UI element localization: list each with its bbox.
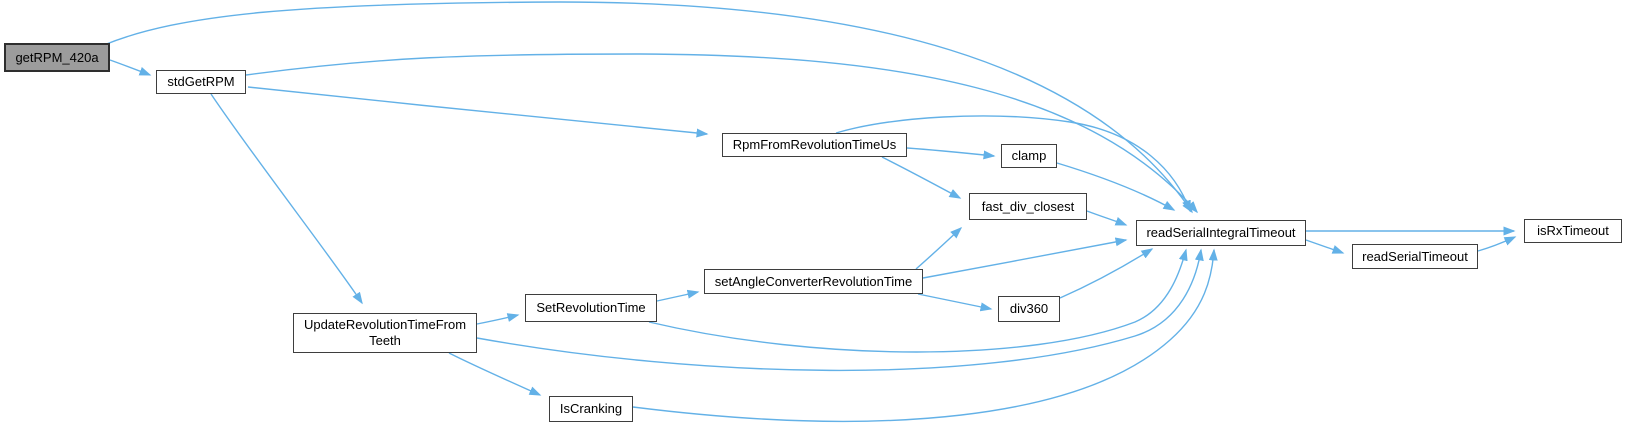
edge-setAngleConverterRevolutionTime-readSerialIntegralTimeout <box>922 237 1128 279</box>
node-getRPM_420a[interactable]: getRPM_420a <box>4 43 110 72</box>
node-clamp[interactable]: clamp <box>1001 144 1057 168</box>
node-isRxTimeout[interactable]: isRxTimeout <box>1524 219 1622 243</box>
node-readSerialIntegralTimeout[interactable]: readSerialIntegralTimeout <box>1136 220 1306 246</box>
edge-UpdateRevolutionTimeFromTeeth-readSerialIntegralTimeout <box>476 248 1204 372</box>
node-label: getRPM_420a <box>15 49 99 65</box>
edge-SetRevolutionTime-readSerialIntegralTimeout <box>648 248 1188 353</box>
node-label: SetRevolutionTime <box>536 300 646 316</box>
node-IsCranking[interactable]: IsCranking <box>549 396 633 422</box>
edge-readSerialTimeout-isRxTimeout <box>1477 236 1517 252</box>
node-label: div360 <box>1009 301 1049 317</box>
node-RpmFromRevolutionTimeUs[interactable]: RpmFromRevolutionTimeUs <box>722 133 907 157</box>
edge-RpmFromRevolutionTimeUs-clamp <box>906 147 996 160</box>
node-label: readSerialTimeout <box>1362 248 1468 264</box>
edge-getRPM_420a-readSerialIntegralTimeout <box>103 1 1193 214</box>
edge-UpdateRevolutionTimeFromTeeth-SetRevolutionTime <box>476 313 520 325</box>
node-readSerialTimeout[interactable]: readSerialTimeout <box>1352 244 1478 269</box>
edge-stdGetRPM-readSerialIntegralTimeout <box>245 53 1198 214</box>
edge-IsCranking-readSerialIntegralTimeout <box>632 248 1218 422</box>
node-label: fast_div_closest <box>981 198 1075 214</box>
node-label: UpdateRevolutionTimeFrom <box>303 317 467 333</box>
node-label: isRxTimeout <box>1537 223 1609 239</box>
node-setAngleConverterRevolutionTime[interactable]: setAngleConverterRevolutionTime <box>704 269 923 294</box>
edge-RpmFromRevolutionTimeUs-readSerialIntegralTimeout <box>835 115 1191 213</box>
node-stdGetRPM[interactable]: stdGetRPM <box>156 70 246 94</box>
node-SetRevolutionTime[interactable]: SetRevolutionTime <box>525 294 657 322</box>
node-div360[interactable]: div360 <box>998 296 1060 322</box>
node-label: RpmFromRevolutionTimeUs <box>732 137 897 153</box>
edge-setAngleConverterRevolutionTime-div360 <box>917 293 993 312</box>
edge-UpdateRevolutionTimeFromTeeth-IsCranking <box>448 352 542 396</box>
edge-stdGetRPM-RpmFromRevolutionTimeUs <box>247 86 709 138</box>
edge-SetRevolutionTime-setAngleConverterRevolutionTime <box>656 289 700 302</box>
edge-RpmFromRevolutionTimeUs-fast_div_closest <box>881 156 962 199</box>
edge-div360-readSerialIntegralTimeout <box>1059 248 1154 299</box>
edge-stdGetRPM-UpdateRevolutionTimeFromTeeth <box>210 93 363 305</box>
node-label: IsCranking <box>559 401 623 417</box>
edge-readSerialIntegralTimeout-readSerialTimeout <box>1305 239 1345 254</box>
edge-clamp-readSerialIntegralTimeout <box>1056 162 1176 211</box>
node-label: Teeth <box>369 333 401 348</box>
edge-fast_div_closest-readSerialIntegralTimeout <box>1086 210 1128 226</box>
node-label: stdGetRPM <box>167 74 235 90</box>
edge-setAngleConverterRevolutionTime-fast_div_closest <box>915 226 963 270</box>
node-label: clamp <box>1011 148 1047 164</box>
node-fast_div_closest[interactable]: fast_div_closest <box>969 193 1087 220</box>
node-label: readSerialIntegralTimeout <box>1146 225 1296 241</box>
node-label: setAngleConverterRevolutionTime <box>714 273 913 289</box>
edge-getRPM_420a-stdGetRPM <box>109 59 152 76</box>
